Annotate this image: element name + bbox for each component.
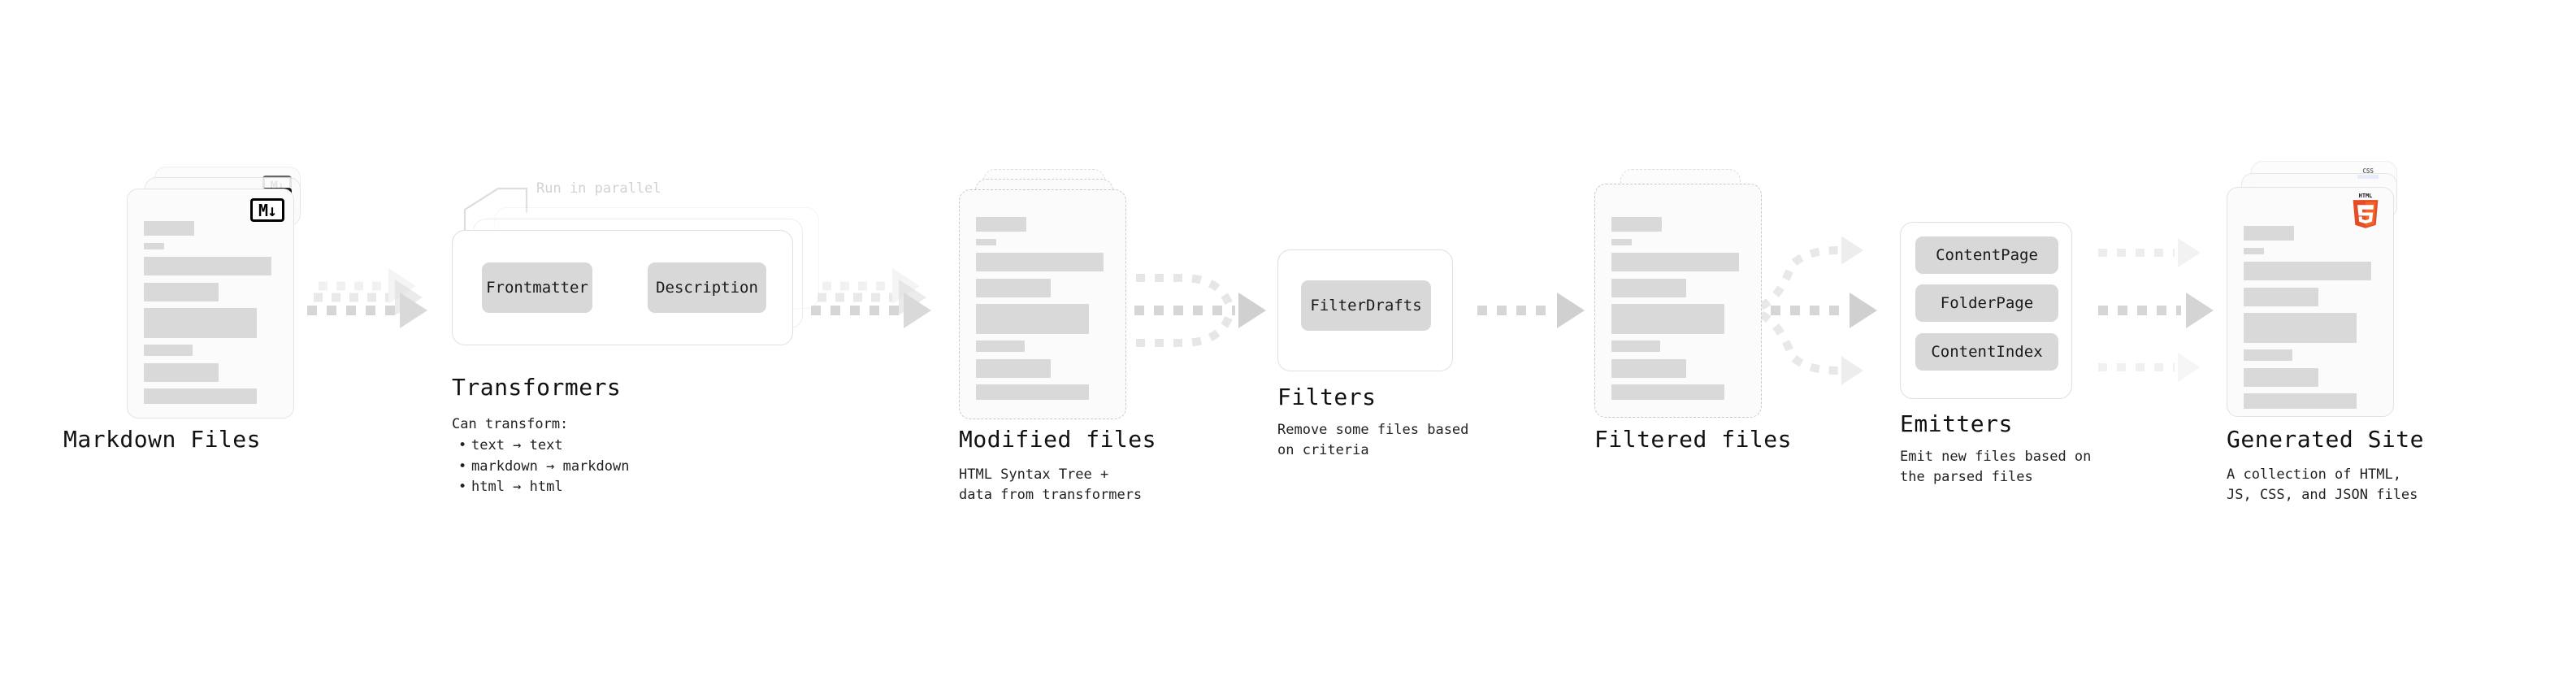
transformers-capability-list: text → text markdown → markdown html → h… [457, 436, 629, 498]
generated-site-card-front: HTML [2227, 187, 2394, 417]
transformer-chip-description[interactable]: Description [648, 262, 766, 313]
html5-badge: HTML [2349, 192, 2382, 231]
stage-desc-transformers: Can transform: [452, 416, 569, 432]
transformer-box-front[interactable]: Frontmatter Description [452, 230, 793, 345]
stage-title-modified-files: Modified files [959, 426, 1157, 453]
stage-desc-modified-files: HTML Syntax Tree + data from transformer… [959, 466, 1143, 503]
stage-title-filtered-files: Filtered files [1594, 426, 1793, 453]
markdown-file-card-front: M↓ [127, 189, 294, 419]
css-badge-label: CSS [2362, 167, 2374, 175]
stage-desc-filters: Remove some files based on criteria [1277, 422, 1469, 458]
markdown-files-stack: M↓ M↓ M↓ [127, 167, 306, 419]
arrow-filters-to-filtered [1477, 293, 1585, 328]
filtered-file-card-front [1594, 184, 1762, 418]
filter-chip-filterdrafts[interactable]: FilterDrafts [1301, 280, 1431, 331]
emitter-chip-folderpage[interactable]: FolderPage [1915, 284, 2058, 322]
run-in-parallel-label: Run in parallel [536, 180, 661, 197]
filtered-file-skeleton [1595, 184, 1761, 417]
generated-site-skeleton [2227, 188, 2393, 416]
emitter-chip-contentindex[interactable]: ContentIndex [1915, 333, 2058, 371]
emitters-box[interactable]: ContentPage FolderPage ContentIndex [1900, 222, 2072, 399]
arrow-transformers-to-modified [811, 268, 931, 328]
filters-box[interactable]: FilterDrafts [1277, 249, 1453, 371]
transformers-bullet-2: html → html [457, 477, 629, 498]
stage-desc-emitters: Emit new files based on the parsed files [1900, 449, 2092, 485]
stage-title-generated-site: Generated Site [2227, 426, 2425, 453]
transformers-group: Frontmatter Description Frontmatter Desc… [452, 207, 826, 345]
modified-file-card-front [959, 189, 1126, 419]
transformers-bullet-0: text → text [457, 436, 629, 457]
stage-title-emitters: Emitters [1900, 410, 2013, 437]
stage-title-filters: Filters [1277, 384, 1377, 410]
markdown-file-skeleton [128, 189, 293, 418]
filtered-files-stack [1594, 169, 1781, 421]
stage-desc-generated-site: A collection of HTML, JS, CSS, and JSON … [2227, 466, 2418, 503]
arrow-modified-to-filters-fanin [1134, 274, 1266, 347]
stage-title-markdown-files: Markdown Files [63, 426, 262, 453]
html5-shield-icon: HTML [2353, 193, 2379, 228]
arrow-markdown-to-transformers [307, 268, 427, 328]
emitter-chip-contentpage[interactable]: ContentPage [1915, 236, 2058, 274]
arrow-emitters-to-site [2098, 237, 2214, 383]
markdown-badge-front: M↓ [250, 198, 284, 222]
transformers-bullet-1: markdown → markdown [457, 457, 629, 478]
svg-text:HTML: HTML [2359, 193, 2373, 199]
modified-files-stack [959, 169, 1146, 421]
stage-title-transformers: Transformers [452, 374, 622, 401]
generated-site-stack: CSS HTML [2227, 161, 2413, 417]
transformer-chip-frontmatter[interactable]: Frontmatter [482, 262, 592, 313]
modified-file-skeleton [960, 190, 1125, 419]
